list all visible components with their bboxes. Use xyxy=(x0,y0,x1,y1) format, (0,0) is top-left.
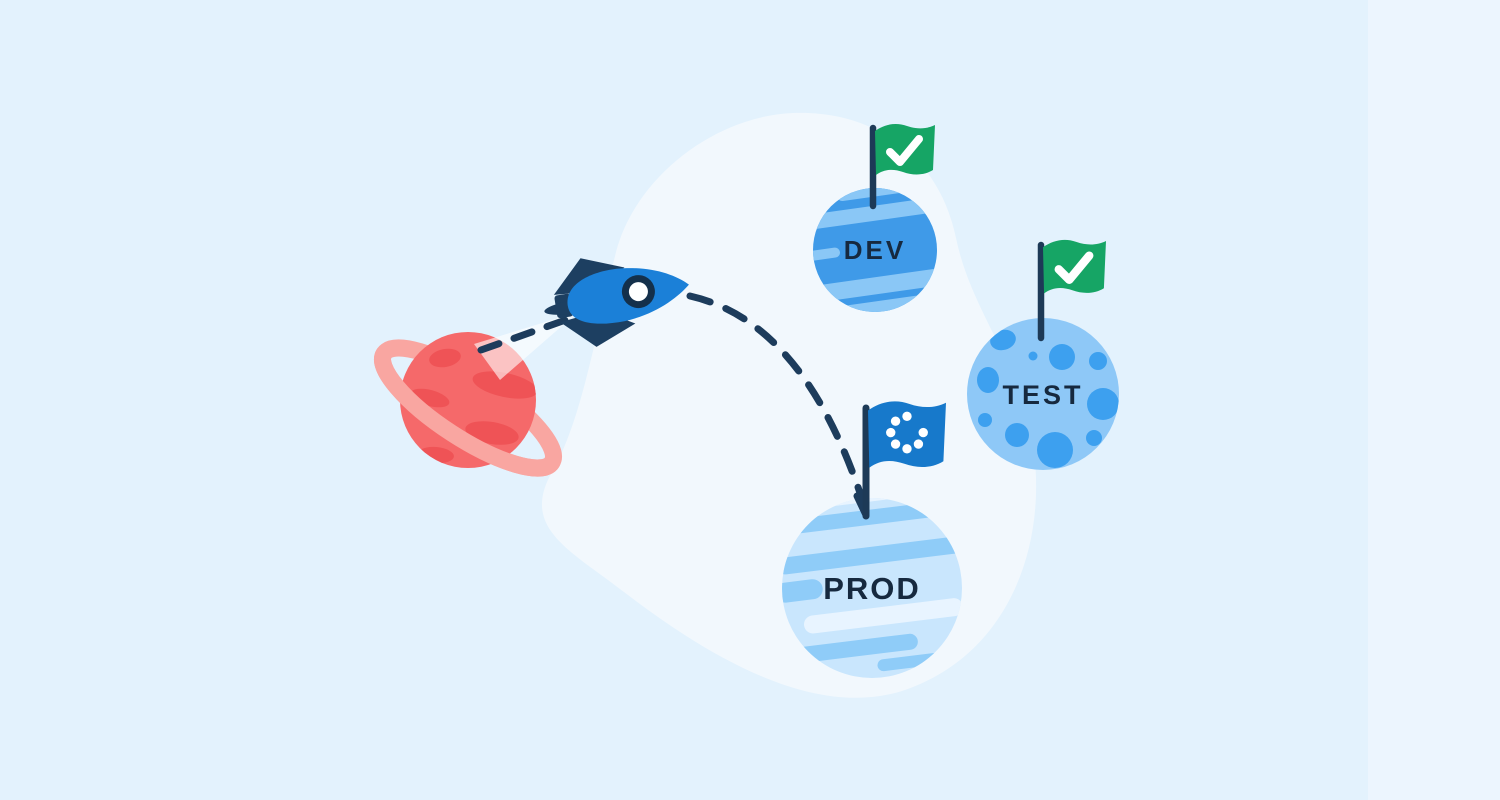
prod-label: PROD xyxy=(823,571,921,606)
prod-spinner-flag-icon xyxy=(886,411,928,454)
test-flag xyxy=(1043,239,1106,294)
prod-flag xyxy=(868,401,946,468)
dev-flag xyxy=(875,123,935,175)
dev-checkmark-flag-icon xyxy=(886,135,923,166)
test-label: TEST xyxy=(1002,380,1083,410)
trajectory-dash-arc xyxy=(686,292,868,509)
rocket-window xyxy=(628,282,648,302)
origin-planet-spots xyxy=(410,348,536,464)
dev-label: DEV xyxy=(844,235,906,265)
environment-test: TEST xyxy=(967,239,1119,470)
prod-flag-banner xyxy=(868,401,946,468)
origin-planet xyxy=(374,332,562,477)
trajectory-dash-launch xyxy=(477,313,578,354)
rocket-icon xyxy=(544,258,689,347)
test-planet-craters xyxy=(977,329,1119,468)
test-planet xyxy=(967,318,1119,470)
dev-flag-banner xyxy=(875,123,935,175)
test-checkmark-flag-icon xyxy=(1054,251,1094,284)
prod-planet-stripes xyxy=(782,501,962,672)
background-strip xyxy=(1368,0,1500,800)
origin-planet-ring-front xyxy=(374,345,561,477)
environment-dev: DEV xyxy=(813,123,937,312)
dev-planet-stripes xyxy=(813,188,937,312)
test-flag-banner xyxy=(1043,239,1106,294)
environment-prod: PROD xyxy=(782,498,962,678)
rocket-exhaust-trail-icon xyxy=(474,312,578,380)
